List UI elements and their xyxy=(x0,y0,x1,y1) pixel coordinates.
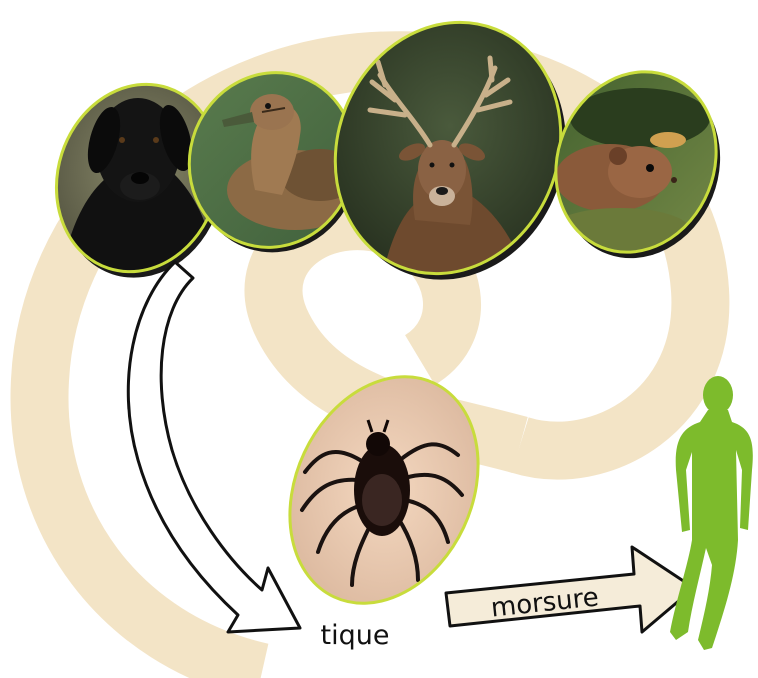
tick-label: tique xyxy=(321,620,390,651)
